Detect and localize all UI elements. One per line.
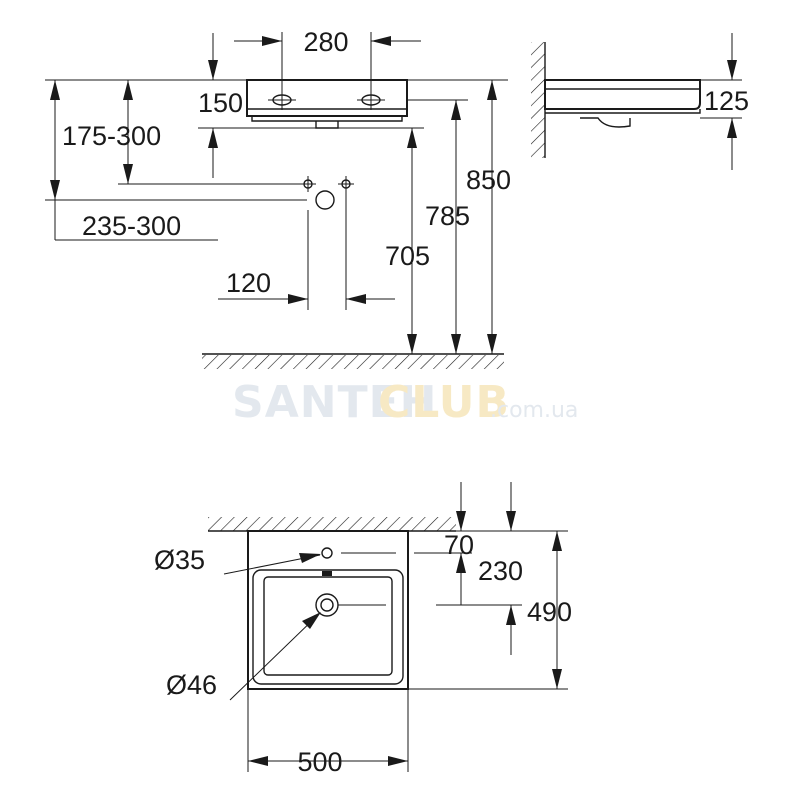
dim-235-300: 235-300: [82, 211, 181, 241]
dim-280: 280: [303, 27, 348, 57]
dim-125: 125: [704, 86, 749, 116]
svg-text:SANTEH: SANTEH: [232, 377, 437, 428]
dim-850: 850: [466, 165, 511, 195]
dim-230: 230: [478, 556, 523, 586]
side-wall-hatch: [531, 42, 546, 158]
plan-wall-hatch: [208, 517, 456, 532]
waste-drain: [315, 593, 339, 617]
dim-150: 150: [198, 88, 243, 118]
svg-text:CLUB: CLUB: [378, 377, 510, 428]
dim-70: 70: [444, 530, 474, 560]
water-supply-point-left: [300, 176, 316, 192]
dim-tap-hole-diameter: Ø35: [154, 545, 205, 575]
plan-view: Ø35 Ø46 70 230 490 500: [154, 482, 572, 777]
tap-hole: [321, 547, 333, 559]
waste-outlet-point: [315, 190, 335, 210]
dim-500: 500: [297, 747, 342, 777]
dim-waste-diameter: Ø46: [166, 670, 217, 700]
water-supply-point-right: [338, 176, 354, 192]
svg-text:.com.ua: .com.ua: [490, 398, 578, 423]
watermark-logo: SANTEH CLUB .com.ua: [232, 377, 578, 428]
dim-175-300: 175-300: [62, 121, 161, 151]
dim-705: 705: [385, 241, 430, 271]
dim-785: 785: [425, 201, 470, 231]
floor-hatch: [202, 353, 504, 369]
front-elevation: 280 150 175-300 235-300: [45, 27, 511, 369]
right-tap-hole-mark: [357, 90, 385, 110]
left-tap-hole-mark: [268, 90, 296, 110]
dim-120: 120: [226, 268, 271, 298]
dim-490: 490: [527, 597, 572, 627]
side-view: 125: [531, 33, 749, 170]
